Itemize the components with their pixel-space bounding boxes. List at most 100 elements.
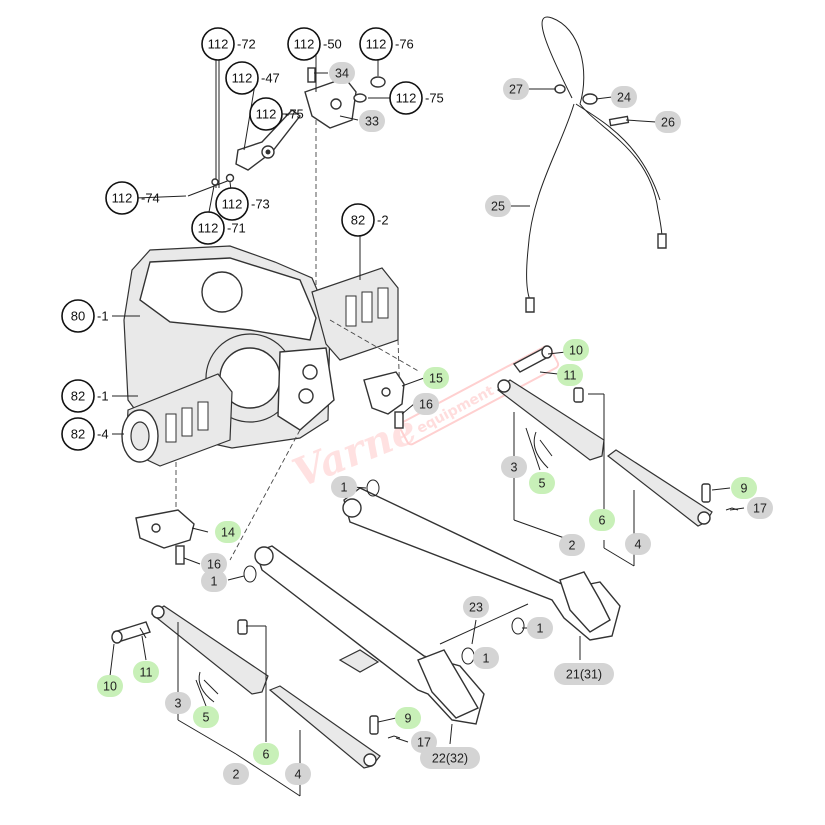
part-label-p11a: 11 bbox=[557, 364, 583, 386]
callout-ref-number: 112 bbox=[208, 37, 229, 52]
callout-suffix: -75 bbox=[425, 91, 444, 106]
callout-ref-number: 112 bbox=[112, 191, 133, 206]
part-label-p3a: 3 bbox=[501, 456, 527, 478]
green-bubble bbox=[193, 706, 219, 728]
callout-112-73: 112-73 bbox=[215, 187, 270, 221]
link-boss bbox=[338, 649, 380, 673]
part-label-p23: 23 bbox=[463, 596, 489, 618]
callout-80-1: 80-1 bbox=[61, 299, 109, 333]
callout-suffix: -75 bbox=[285, 107, 304, 122]
bracket-14-hole bbox=[151, 523, 161, 533]
grey-bubble bbox=[501, 456, 527, 478]
stabiliser-chain-left bbox=[268, 685, 381, 769]
grey-bubble bbox=[359, 110, 385, 132]
stabiliser-chain-right bbox=[607, 449, 713, 527]
part-label-p1c: 1 bbox=[527, 617, 553, 639]
callout-ring bbox=[359, 27, 393, 61]
cable-loop bbox=[541, 16, 585, 105]
part-label-p5a: 5 bbox=[529, 472, 555, 494]
pin-small bbox=[211, 178, 219, 186]
part-label-p25: 25 bbox=[485, 195, 511, 217]
callout-ring bbox=[61, 379, 95, 413]
callout-suffix: -76 bbox=[395, 37, 414, 52]
grey-bubble bbox=[329, 62, 355, 84]
cross-rod-23 bbox=[439, 603, 529, 645]
part-label-p33: 33 bbox=[359, 110, 385, 132]
part-number: 17 bbox=[417, 736, 431, 750]
part-label-p16a: 16 bbox=[413, 393, 439, 415]
part-label-p26: 26 bbox=[655, 111, 681, 133]
part-label-p15: 15 bbox=[423, 367, 449, 389]
lower-link-right-eye bbox=[342, 498, 362, 518]
bracket-14 bbox=[135, 509, 195, 549]
callout-ring bbox=[105, 181, 139, 215]
callout-112-50: 112-50 bbox=[287, 27, 342, 61]
cable-left-run bbox=[526, 103, 575, 301]
hook-end-22 bbox=[417, 649, 479, 719]
grey-bubble bbox=[527, 617, 553, 639]
part-number: 27 bbox=[509, 83, 523, 97]
callout-112-71: 112-71 bbox=[191, 211, 246, 245]
part-label-p6b: 6 bbox=[253, 743, 279, 765]
part-number: 5 bbox=[203, 711, 210, 725]
part-label-p17a: 17 bbox=[747, 497, 773, 519]
callout-112-74: 112-74 bbox=[105, 181, 160, 215]
callout-112-76: 112 -76 bbox=[359, 27, 414, 61]
callout-112-75a: 112-75 bbox=[249, 97, 304, 131]
cable-right-run bbox=[579, 103, 663, 239]
lynch-pin-1b bbox=[243, 565, 257, 583]
part-label-p21: 21(31) bbox=[554, 663, 614, 685]
tube-window-a bbox=[345, 295, 357, 327]
part-number: 1 bbox=[483, 652, 490, 666]
part-number: 11 bbox=[140, 666, 153, 680]
callout-ref-number: 112 bbox=[366, 37, 387, 52]
part-label-p11b: 11 bbox=[133, 661, 159, 683]
part-number: 4 bbox=[635, 538, 642, 552]
green-bubble bbox=[215, 521, 241, 543]
green-bubble bbox=[529, 472, 555, 494]
part-label-p24: 24 bbox=[611, 86, 637, 108]
callout-ref-number: 112 bbox=[232, 71, 253, 86]
grey-bubble bbox=[413, 393, 439, 415]
washer-hole bbox=[265, 149, 271, 155]
green-bubble bbox=[557, 364, 583, 386]
grey-bubble bbox=[625, 533, 651, 555]
part-number: 16 bbox=[207, 558, 221, 572]
part-number: 15 bbox=[429, 372, 443, 386]
callout-suffix: -4 bbox=[97, 427, 109, 442]
part-number: 10 bbox=[103, 680, 117, 694]
cable-right-run-2 bbox=[575, 103, 661, 201]
part-label-p9b: 9 bbox=[395, 707, 421, 729]
nut-27 bbox=[554, 84, 566, 94]
callout-ring bbox=[215, 187, 249, 221]
part-number: 4 bbox=[295, 768, 302, 782]
pin-10-right-head bbox=[541, 345, 553, 359]
pin-9-left bbox=[369, 715, 379, 735]
part-label-p4b: 4 bbox=[285, 763, 311, 785]
part-label-p10b: 10 bbox=[97, 675, 123, 697]
green-bubble bbox=[589, 509, 615, 531]
hook-end-21 bbox=[559, 571, 611, 633]
green-bubble bbox=[731, 477, 757, 499]
stabiliser-eye-right bbox=[497, 379, 511, 393]
callout-ref-number: 112 bbox=[396, 91, 417, 106]
part-number: 9 bbox=[405, 712, 412, 726]
part-number: 11 bbox=[564, 369, 577, 383]
part-label-p2b: 2 bbox=[223, 763, 249, 785]
clip-small bbox=[225, 173, 235, 183]
part-label-p1d: 1 bbox=[473, 647, 499, 669]
grey-bubble bbox=[201, 553, 227, 575]
grey-bubble bbox=[165, 692, 191, 714]
callout-82-4: 82-4 bbox=[61, 417, 109, 451]
part-number: 10 bbox=[569, 344, 583, 358]
part-number: 5 bbox=[539, 477, 546, 491]
callout-ring bbox=[61, 299, 95, 333]
callout-suffix: -2 bbox=[377, 213, 389, 228]
part-number: 21(31) bbox=[566, 668, 602, 682]
callout-112-47: 112-47 bbox=[225, 61, 280, 95]
part-label-p10a: 10 bbox=[563, 339, 589, 361]
clip-11-left bbox=[139, 627, 147, 639]
callout-ring bbox=[389, 81, 423, 115]
part-number: 3 bbox=[175, 697, 182, 711]
